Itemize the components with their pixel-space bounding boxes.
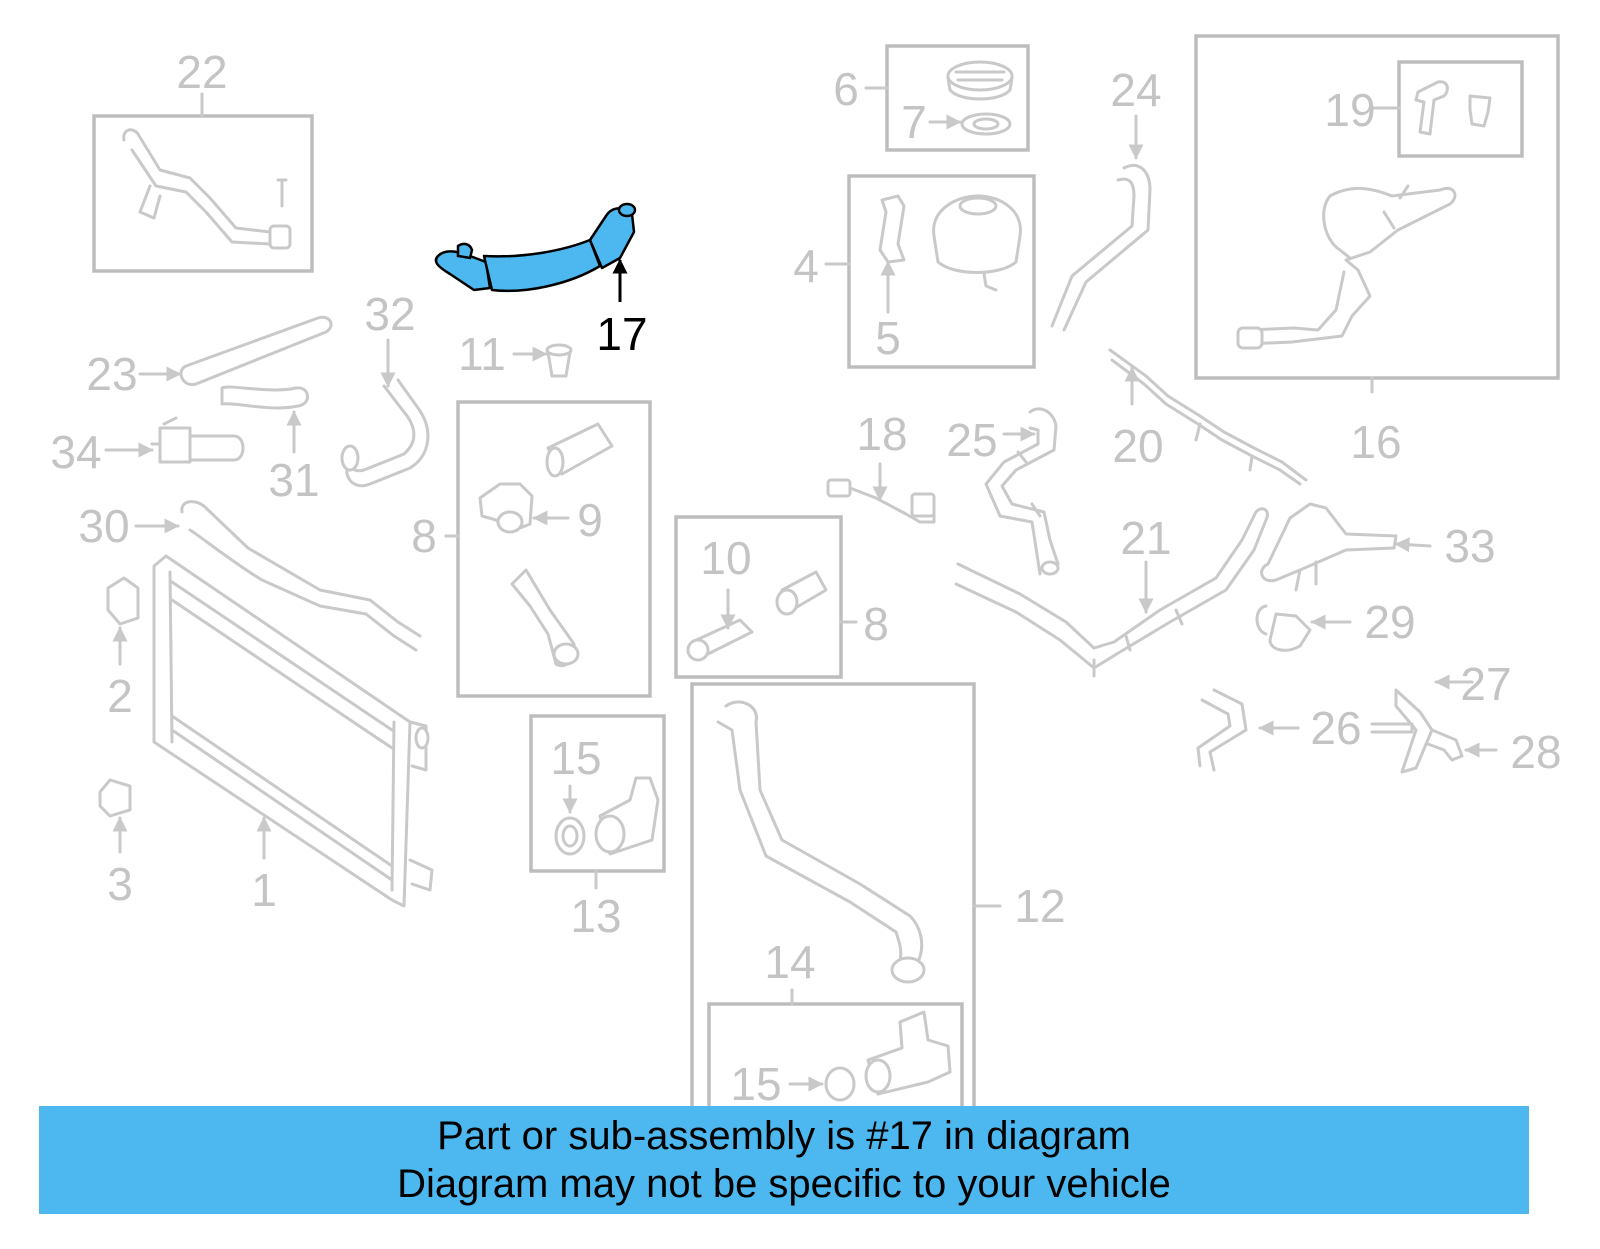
banner-line-disclaimer: Diagram may not be specific to your vehi…: [397, 1162, 1171, 1206]
banner-line-part-number: Part or sub-assembly is #17 in diagram: [437, 1114, 1131, 1158]
part-29-drawing: [1255, 604, 1312, 652]
callout-31[interactable]: 31: [268, 454, 319, 506]
callout-27[interactable]: 27: [1460, 658, 1511, 710]
group-box-8-9: [456, 400, 652, 698]
part-13-drawing: [554, 776, 660, 856]
callout-33[interactable]: 33: [1444, 520, 1495, 572]
callout-14[interactable]: 14: [764, 936, 815, 988]
part-31-drawing: [220, 385, 309, 410]
part-17-branch-left: [434, 250, 492, 292]
callout-7[interactable]: 7: [901, 96, 927, 148]
group-box-6-7: [885, 44, 1030, 152]
callout-21[interactable]: 21: [1120, 512, 1171, 564]
callout-17-highlighted[interactable]: 17: [596, 308, 647, 360]
callout-3[interactable]: 3: [107, 858, 133, 910]
callout-23[interactable]: 23: [86, 348, 137, 400]
group-box-19: [1397, 60, 1524, 158]
callout-4[interactable]: 4: [793, 240, 819, 292]
group-box-8-10: [674, 515, 843, 679]
part-17-inlet-stub: [456, 242, 474, 260]
part-16-drawing: [1236, 184, 1457, 350]
group-box-4-5: [847, 174, 1036, 369]
callout-28[interactable]: 28: [1510, 726, 1561, 778]
callout-19[interactable]: 19: [1324, 84, 1375, 136]
part-33-drawing: [1260, 502, 1398, 592]
part-11-drawing: [545, 343, 573, 378]
part-4-reservoir-drawing: [932, 194, 1022, 292]
part-25-drawing: [984, 407, 1060, 576]
callout-5[interactable]: 5: [875, 312, 901, 364]
callout-13[interactable]: 13: [570, 890, 621, 942]
part-19-drawing: [1414, 80, 1492, 136]
part-18-drawing: [826, 478, 936, 524]
part-3-bracket-drawing: [98, 778, 132, 818]
info-banner: Part or sub-assembly is #17 in diagram D…: [39, 1106, 1529, 1214]
part-27-28-drawing: [1370, 688, 1464, 774]
callout-8-right[interactable]: 8: [863, 598, 889, 650]
callout-25[interactable]: 25: [946, 414, 997, 466]
part-17-body: [482, 238, 602, 293]
callout-15-upper[interactable]: 15: [550, 732, 601, 784]
part-2-bracket-drawing: [106, 576, 140, 626]
callout-26[interactable]: 26: [1310, 702, 1361, 754]
part-7-seal-drawing: [960, 112, 1012, 136]
callout-16[interactable]: 16: [1350, 416, 1401, 468]
callout-2[interactable]: 2: [107, 670, 133, 722]
callout-30[interactable]: 30: [78, 500, 129, 552]
part-6-cap-drawing: [946, 60, 1014, 101]
callout-8-left[interactable]: 8: [411, 510, 437, 562]
part-20-drawing: [1108, 348, 1308, 486]
part-23-drawing: [179, 315, 333, 387]
group-box-16: [1194, 34, 1560, 380]
callout-1[interactable]: 1: [251, 864, 277, 916]
part-5-bracket-drawing: [878, 194, 906, 264]
part-8-9-drawing: [478, 422, 614, 668]
callout-32[interactable]: 32: [364, 288, 415, 340]
callout-12[interactable]: 12: [1014, 880, 1065, 932]
callout-24[interactable]: 24: [1110, 64, 1161, 116]
callout-18[interactable]: 18: [856, 408, 907, 460]
part-24-drawing: [1050, 164, 1152, 332]
part-32-drawing: [340, 378, 430, 488]
callout-34[interactable]: 34: [50, 426, 101, 478]
callout-11[interactable]: 11: [458, 328, 506, 380]
part-14-drawing: [824, 1010, 952, 1102]
leader-lines: [104, 86, 1498, 1092]
callout-10[interactable]: 10: [700, 532, 751, 584]
callout-9[interactable]: 9: [577, 494, 603, 546]
part-22-drawing: [122, 128, 292, 250]
callout-22[interactable]: 22: [176, 46, 227, 98]
part-26-drawing: [1196, 688, 1248, 772]
part-30-drawing: [180, 500, 422, 652]
part-21-drawing: [954, 507, 1269, 678]
part-17-outlet: [617, 202, 637, 218]
callout-29[interactable]: 29: [1364, 596, 1415, 648]
callout-labels: 22 6 7 4 5 24 19 16 20 18 25 21 33 29 27…: [50, 46, 1561, 1110]
callout-20[interactable]: 20: [1112, 420, 1163, 472]
callout-15-lower[interactable]: 15: [730, 1058, 781, 1110]
part-34-drawing: [150, 416, 245, 464]
part-1-radiator-drawing: [152, 554, 434, 908]
part-12-drawing: [716, 700, 926, 984]
part-17-highlighted-hose[interactable]: [434, 202, 637, 293]
part-10-drawing: [686, 570, 828, 662]
callout-6[interactable]: 6: [833, 63, 859, 115]
